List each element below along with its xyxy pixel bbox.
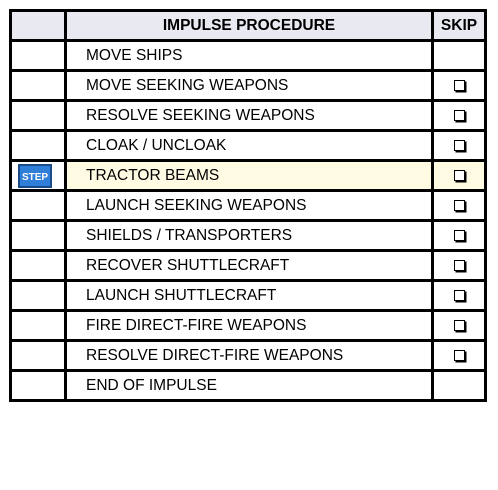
skip-checkbox-icon[interactable] [453,109,465,121]
procedure-row[interactable]: END OF IMPULSE [9,369,487,402]
procedure-step-label: RECOVER SHUTTLECRAFT [64,249,434,282]
step-indicator-cell [9,39,67,72]
procedure-step-label: SHIELDS / TRANSPORTERS [64,219,434,252]
step-indicator-cell: STEP [9,159,67,192]
procedure-step-label: LAUNCH SHUTTLECRAFT [64,279,434,312]
skip-checkbox-icon[interactable] [453,199,465,211]
step-indicator-cell [9,369,67,402]
skip-cell [431,369,487,402]
procedure-step-label: FIRE DIRECT-FIRE WEAPONS [64,309,434,342]
step-indicator-cell [9,249,67,282]
procedure-step-label: RESOLVE SEEKING WEAPONS [64,99,434,132]
skip-checkbox-icon[interactable] [453,259,465,271]
procedure-step-label: MOVE SEEKING WEAPONS [64,69,434,102]
skip-cell [431,219,487,252]
skip-checkbox-icon[interactable] [453,289,465,301]
procedure-row[interactable]: LAUNCH SEEKING WEAPONS [9,189,487,222]
procedure-row[interactable]: LAUNCH SHUTTLECRAFT [9,279,487,312]
step-indicator-cell [9,99,67,132]
procedure-row[interactable]: SHIELDS / TRANSPORTERS [9,219,487,252]
procedure-row[interactable]: STEP TRACTOR BEAMS [9,159,487,192]
procedure-step-label: TRACTOR BEAMS [64,159,434,192]
procedure-step-label: RESOLVE DIRECT-FIRE WEAPONS [64,339,434,372]
skip-cell [431,69,487,102]
skip-cell [431,279,487,312]
procedure-row[interactable]: RESOLVE DIRECT-FIRE WEAPONS [9,339,487,372]
procedure-row[interactable]: RECOVER SHUTTLECRAFT [9,249,487,282]
skip-cell [431,189,487,222]
skip-cell [431,129,487,162]
procedure-step-label: CLOAK / UNCLOAK [64,129,434,162]
step-indicator-cell [9,189,67,222]
procedure-step-label: MOVE SHIPS [64,39,434,72]
skip-cell [431,309,487,342]
skip-checkbox-icon[interactable] [453,349,465,361]
step-indicator-cell [9,279,67,312]
skip-cell [431,249,487,282]
table-header-row: IMPULSE PROCEDURE SKIP [9,9,487,42]
procedure-row[interactable]: CLOAK / UNCLOAK [9,129,487,162]
step-column-header [9,9,67,42]
procedure-step-label: END OF IMPULSE [64,369,434,402]
skip-cell [431,39,487,72]
skip-column-header: SKIP [431,9,487,42]
step-indicator-cell [9,129,67,162]
skip-cell [431,339,487,372]
step-indicator-cell [9,219,67,252]
skip-checkbox-icon[interactable] [453,79,465,91]
step-indicator-cell [9,339,67,372]
procedure-row[interactable]: RESOLVE SEEKING WEAPONS [9,99,487,132]
step-badge[interactable]: STEP [18,163,52,188]
procedure-row[interactable]: FIRE DIRECT-FIRE WEAPONS [9,309,487,342]
skip-checkbox-icon[interactable] [453,229,465,241]
skip-checkbox-icon[interactable] [453,139,465,151]
skip-checkbox-icon[interactable] [453,319,465,331]
skip-checkbox-icon[interactable] [453,169,465,181]
procedure-row[interactable]: MOVE SHIPS [9,39,487,72]
skip-cell [431,99,487,132]
step-indicator-cell [9,309,67,342]
procedure-step-label: LAUNCH SEEKING WEAPONS [64,189,434,222]
procedure-title: IMPULSE PROCEDURE [64,9,434,42]
procedure-row[interactable]: MOVE SEEKING WEAPONS [9,69,487,102]
skip-cell [431,159,487,192]
step-indicator-cell [9,69,67,102]
